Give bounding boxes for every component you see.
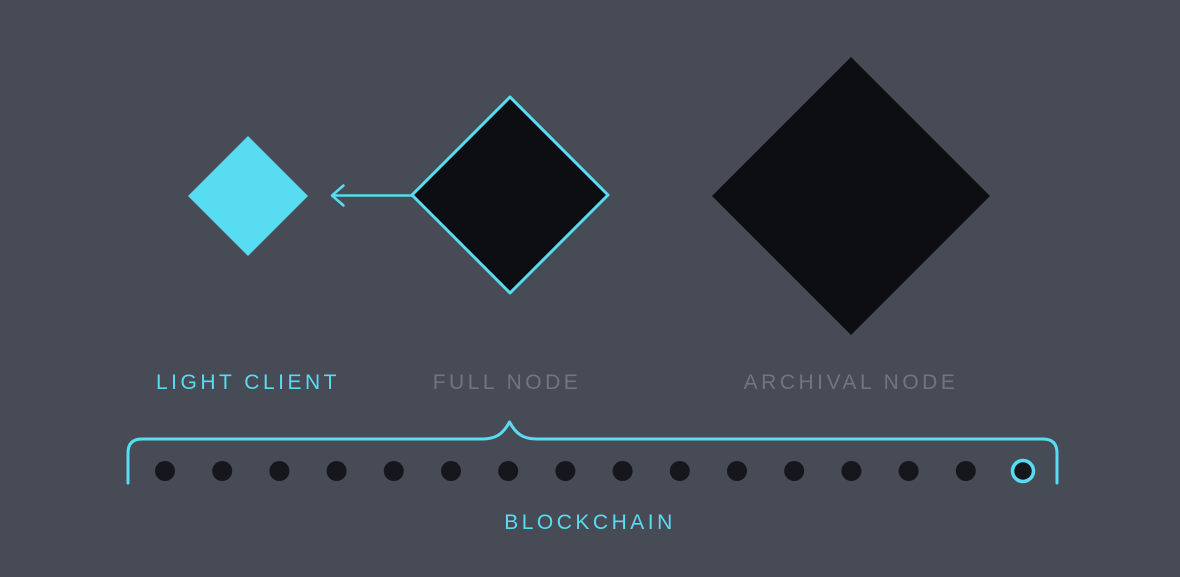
block-dot-icon xyxy=(555,461,576,481)
block-dot-icon xyxy=(784,461,805,481)
block-dot-icon xyxy=(727,461,747,481)
block-dot-icon xyxy=(841,461,862,481)
blockchain-label: BLOCKCHAIN xyxy=(504,511,676,534)
block-dot-icon xyxy=(326,461,347,481)
block-dot-icon xyxy=(269,461,290,481)
block-dot-icon xyxy=(441,461,461,481)
block-dot-icon xyxy=(155,461,175,481)
block-dot-icon xyxy=(612,461,633,481)
arrow-left-icon xyxy=(330,184,414,207)
block-dot-icon xyxy=(898,461,919,481)
block-dot-icon xyxy=(955,461,976,481)
block-dot-icon xyxy=(212,461,233,481)
block-dot-icon xyxy=(383,461,404,481)
block-dot-icon xyxy=(498,461,519,481)
blockchain-brace xyxy=(126,420,1059,485)
full-node-label: FULL NODE xyxy=(432,371,582,394)
block-dot-icon xyxy=(669,461,690,481)
light-client-diamond-icon xyxy=(188,136,308,256)
archival-node-label: ARCHIVAL NODE xyxy=(743,371,959,394)
block-dot-open-icon xyxy=(1010,458,1036,484)
full-node-diamond-icon xyxy=(410,95,610,295)
archival-node-diamond-icon xyxy=(712,57,990,335)
blockchain-dots xyxy=(155,458,1036,484)
light-client-label: LIGHT CLIENT xyxy=(156,371,340,394)
